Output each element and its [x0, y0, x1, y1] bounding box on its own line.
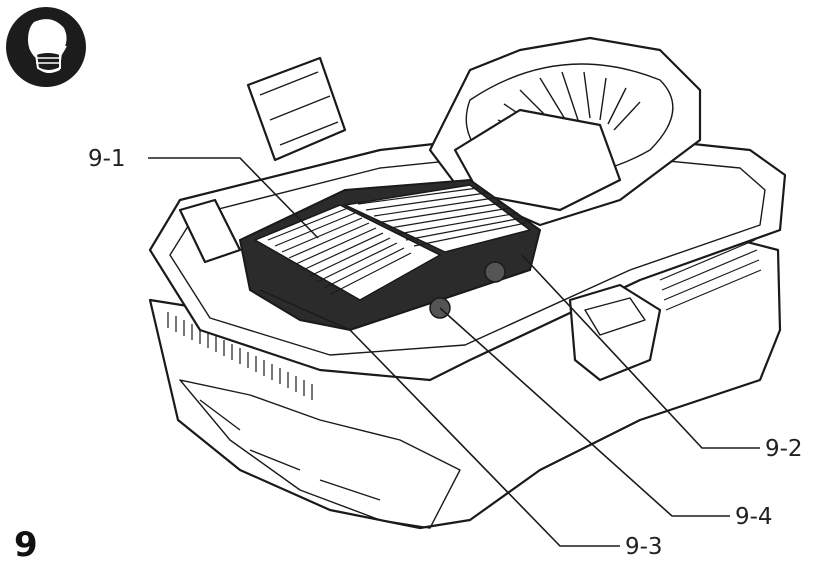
filter-panel-right — [342, 184, 532, 253]
filter-cassette — [238, 178, 542, 332]
leader-lines — [148, 157, 760, 547]
callout-9-2: 9-2 — [765, 436, 803, 462]
filter-panel-left — [253, 204, 442, 301]
figure-number: 9 — [14, 525, 38, 565]
callout-9-1: 9-1 — [88, 146, 126, 172]
dust-mask-icon — [6, 7, 86, 87]
side-grill — [167, 239, 762, 400]
callout-9-3: 9-3 — [625, 534, 663, 560]
callout-9-4: 9-4 — [735, 504, 773, 530]
